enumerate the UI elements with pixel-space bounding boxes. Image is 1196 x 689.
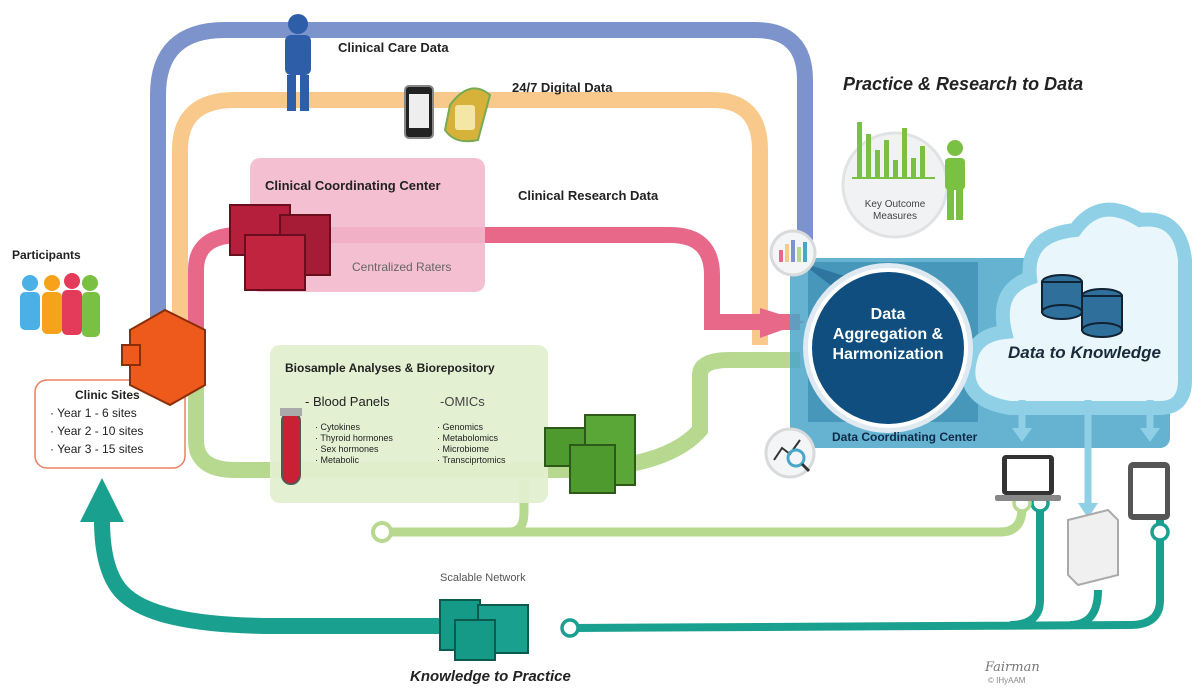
aggregation-circle bbox=[808, 268, 968, 428]
omics-item: · Microbiome bbox=[437, 444, 490, 454]
label-data-coordinating: Data Coordinating Center bbox=[832, 430, 978, 444]
omics-item: · Transciprtomics bbox=[437, 455, 506, 465]
laptop-icon bbox=[995, 455, 1061, 501]
participants-icon bbox=[20, 273, 100, 337]
label-clinical-coordinating: Clinical Coordinating Center bbox=[265, 178, 441, 193]
clinical-care-flow bbox=[150, 22, 813, 318]
database-icon bbox=[1041, 274, 1123, 338]
key-outcome-chart-icon bbox=[852, 122, 935, 179]
cloud-arrow-2-head bbox=[1078, 503, 1098, 518]
server-icon bbox=[1067, 508, 1119, 587]
label-practice-research: Practice & Research to Data bbox=[843, 74, 1084, 94]
clinic-sites-item: · Year 2 - 10 sites bbox=[50, 424, 144, 438]
clinic-sites-title: Clinic Sites bbox=[75, 388, 140, 402]
clinic-building-icon bbox=[121, 308, 206, 407]
omics-item: · Metabolomics bbox=[437, 433, 499, 443]
label-blood-panels: - Blood Panels bbox=[305, 394, 390, 409]
label-data-aggregation: Data Aggregation & Harmonization bbox=[832, 306, 944, 363]
person-icon bbox=[945, 140, 965, 220]
label-centralized-raters: Centralized Raters bbox=[352, 260, 452, 274]
label-biosample: Biosample Analyses & Biorepository bbox=[285, 361, 495, 375]
bar-chart-icon bbox=[769, 229, 817, 277]
knowledge-return-flow bbox=[94, 519, 452, 634]
label-scalable-network: Scalable Network bbox=[440, 572, 526, 584]
label-clinical-care-data: Clinical Care Data bbox=[338, 40, 449, 55]
biosample-flow bbox=[188, 352, 800, 478]
clinic-sites-box bbox=[34, 379, 186, 469]
cloud-arrow-3-head bbox=[1140, 428, 1160, 442]
wearable-band-icon bbox=[443, 87, 492, 143]
blood-panel-item: · Cytokines bbox=[315, 422, 361, 432]
clinical-research-flow bbox=[188, 227, 800, 330]
knowledge-flow bbox=[571, 503, 1164, 632]
label-participants: Participants bbox=[12, 248, 81, 262]
label-key-outcome: Key Outcome Measures bbox=[864, 199, 926, 222]
hospital-icon bbox=[229, 204, 331, 291]
test-tube-icon bbox=[280, 408, 302, 485]
label-data-to-knowledge: Data to Knowledge bbox=[1008, 343, 1162, 362]
clinician-icon bbox=[285, 14, 311, 111]
biosample-box bbox=[270, 345, 548, 503]
copyright: © IHyAAM bbox=[988, 676, 1026, 685]
blood-panel-item: · Metabolic bbox=[315, 455, 360, 465]
phone-screen bbox=[409, 94, 429, 128]
blood-panel-item: · Sex hormones bbox=[315, 444, 379, 454]
knowledge-arrow bbox=[80, 478, 124, 522]
network-building-icon bbox=[439, 599, 529, 661]
blood-panel-item: · Thyroid hormones bbox=[315, 433, 393, 443]
label-clinical-research-data: Clinical Research Data bbox=[518, 188, 659, 203]
magnifier-chart-icon bbox=[764, 427, 816, 479]
cloud-arrow-1-head bbox=[1012, 428, 1032, 442]
lab-building-icon bbox=[544, 414, 636, 494]
knowledge-node bbox=[560, 618, 580, 638]
label-knowledge-to-practice: Knowledge to Practice bbox=[410, 668, 571, 685]
tablet-node bbox=[1150, 522, 1170, 542]
clinic-sites-item: · Year 1 - 6 sites bbox=[50, 406, 137, 420]
label-digital-data: 24/7 Digital Data bbox=[512, 80, 613, 95]
tablet-icon bbox=[1128, 462, 1170, 520]
clinic-sites-item: · Year 3 - 15 sites bbox=[50, 442, 144, 456]
signature: Fairman bbox=[985, 660, 1040, 675]
biosample-node bbox=[371, 521, 393, 543]
label-omics: -OMICs bbox=[440, 394, 485, 409]
omics-item: · Genomics bbox=[437, 422, 484, 432]
research-arrow bbox=[760, 308, 805, 338]
